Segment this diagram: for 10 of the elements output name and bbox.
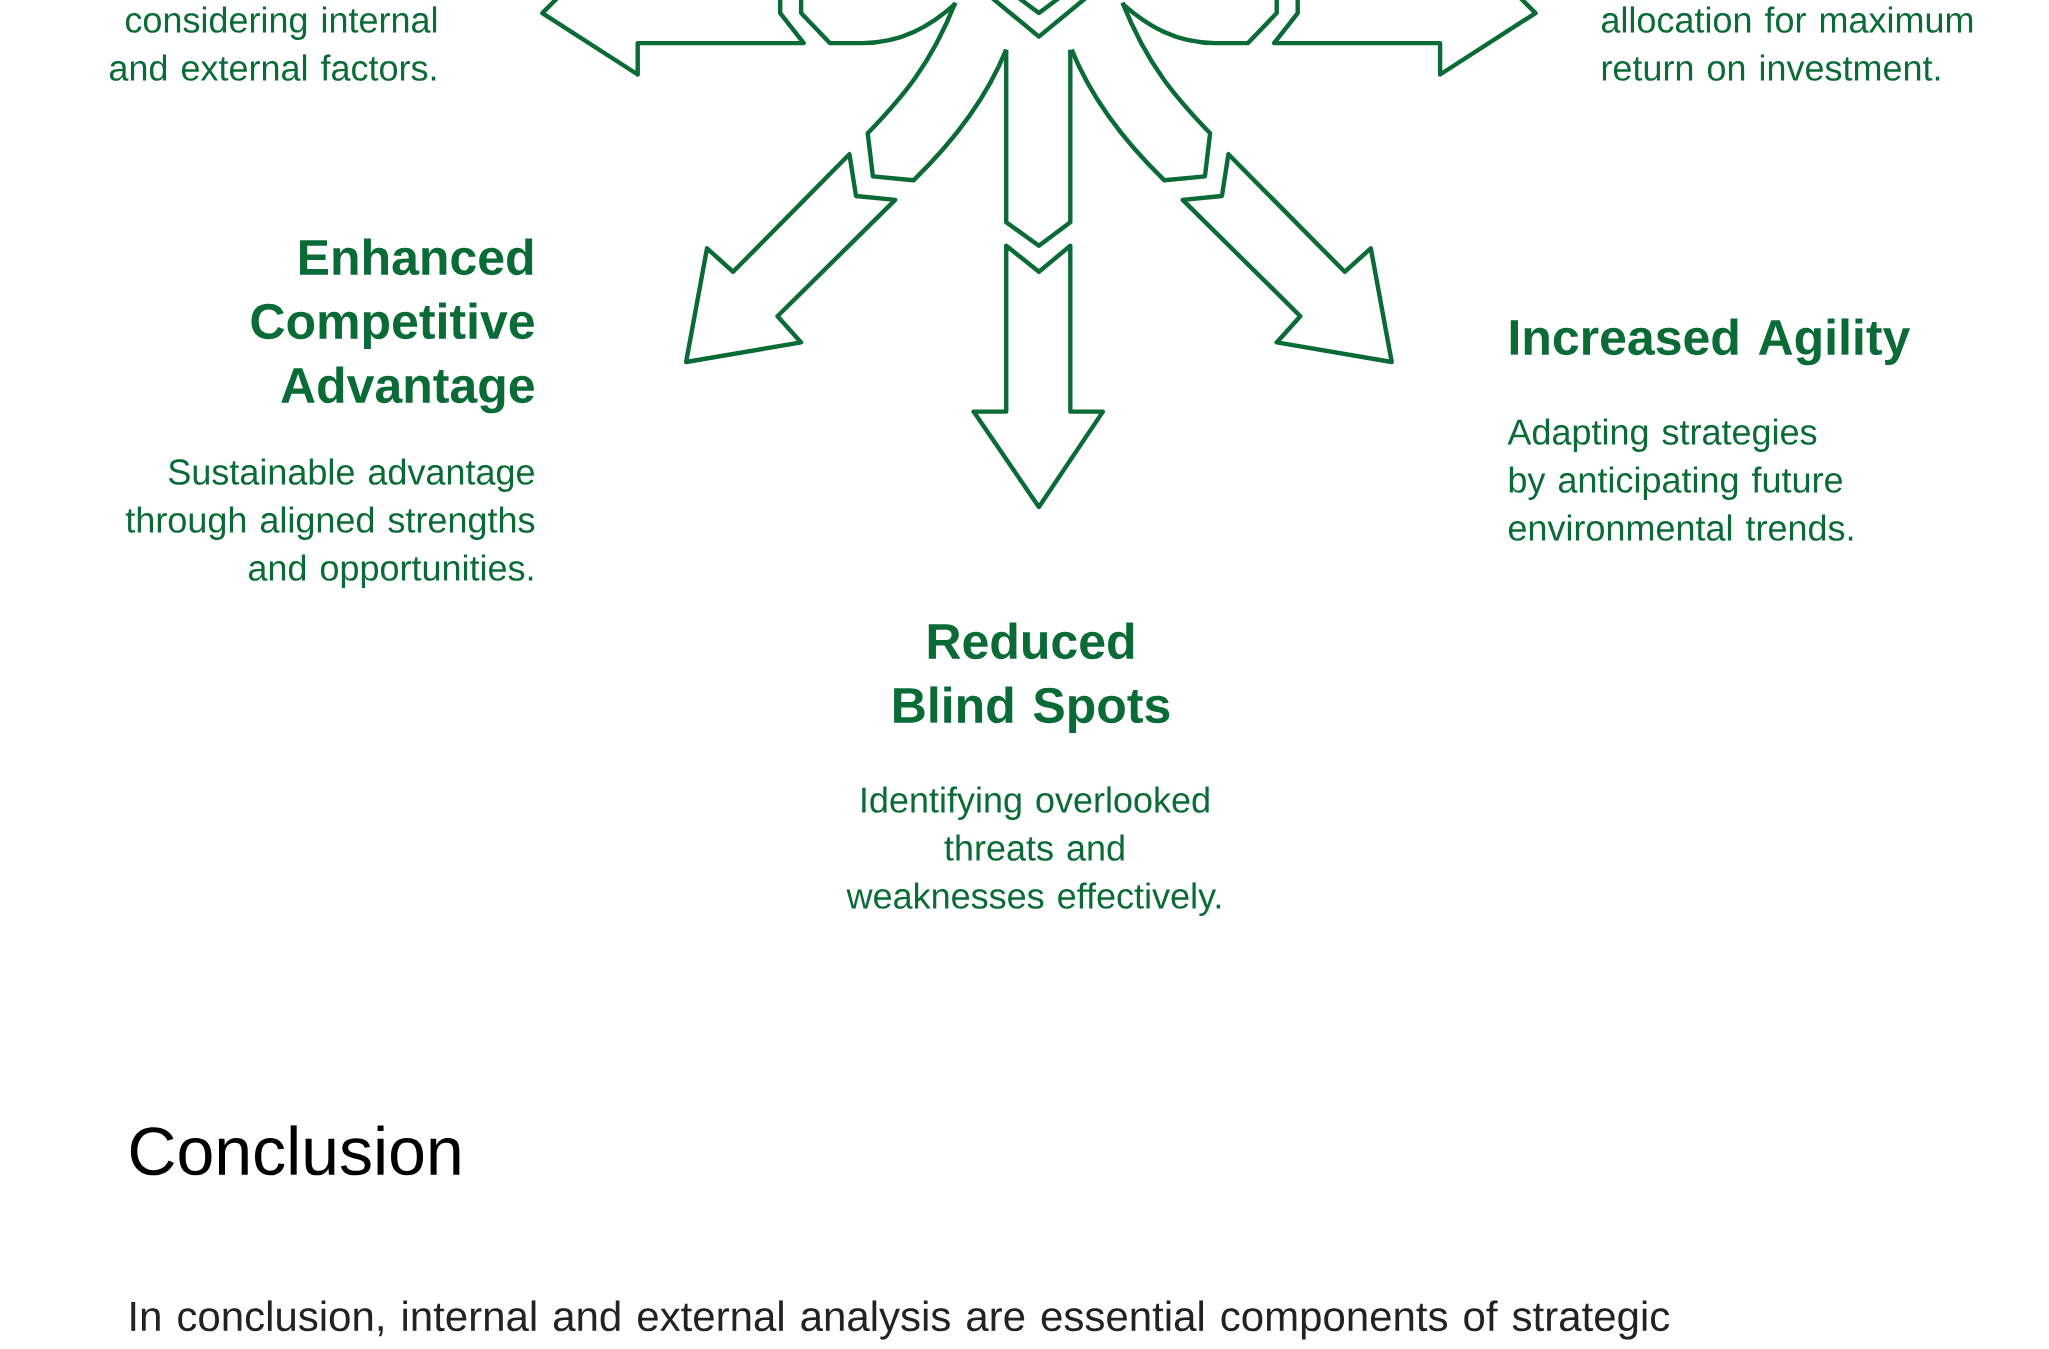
description-text: considering internal and external factors. [109, 6, 437, 81]
heading-text: Increased Agility [1510, 318, 1911, 366]
description-text: allocation for maximum return on investment. [1601, 6, 1973, 81]
description-text: Adapting strategies by anticipating future environmental trends. [1507, 418, 1853, 541]
paragraph: In conclusion, internal and external analysis are essential components of strategic [131, 1300, 1670, 1340]
heading-text: Reduced Blind Spots [894, 622, 1170, 733]
heading-text: Enhanced Competitive Advantage [251, 238, 534, 414]
description-text: Sustainable advantage through aligned strengths and opportunities. [125, 458, 535, 588]
section-heading: Conclusion [130, 1125, 460, 1176]
description-text: Identifying overlooked threats and weaknesses effectively. [846, 786, 1221, 916]
